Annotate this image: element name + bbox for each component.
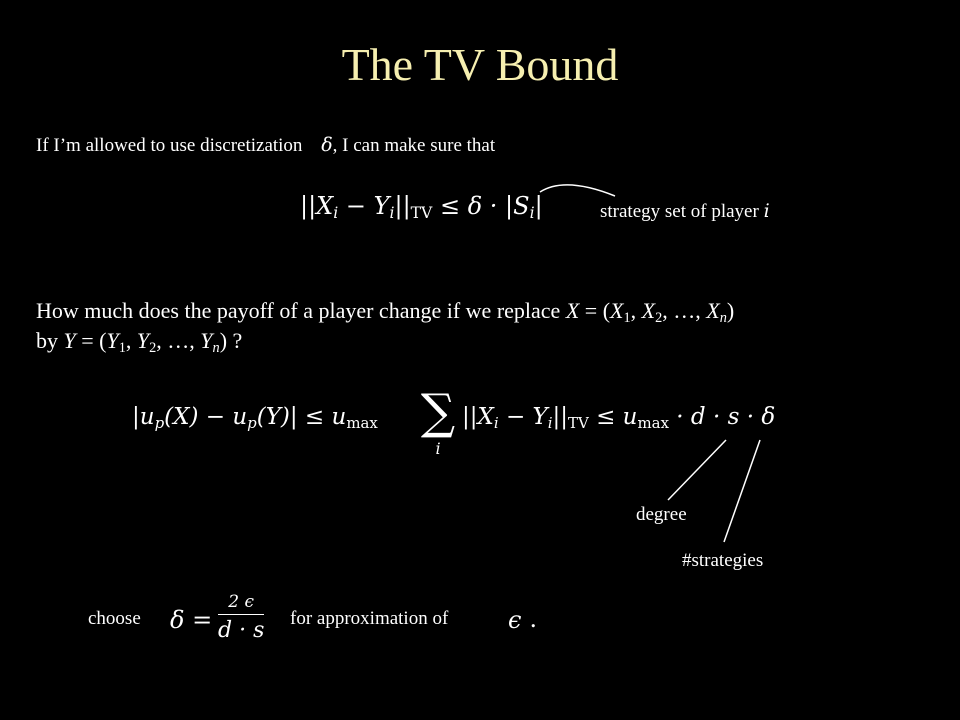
epsilon-symbol: ϵ [508,606,522,634]
question-text: How much does the payoff of a player cha… [36,298,735,356]
intro-suffix: , I can make sure that [332,135,496,156]
intro-line: If I’m allowed to use discretization δ, … [36,134,495,157]
tv-bound-formula: ||Xi − Yi||TV ≤ δ · |Si| [300,192,543,222]
strategy-set-annotation: strategy set of player i [600,200,770,222]
period: . [530,604,537,633]
approximation-text: for approximation of [290,608,449,629]
arc-connector [539,184,616,197]
intro-prefix: If I’m allowed to use discretization [36,135,303,156]
payoff-bound-formula: |up(X) − up(Y)| ≤ umax [132,404,378,432]
slide-title: The TV Bound [341,39,619,90]
degree-label: degree [636,504,687,525]
choose-label: choose [88,608,141,629]
delta-symbol: δ [321,134,333,156]
summation: ∑ i [420,384,456,458]
delta-fraction: 2 ϵ d · s [218,592,265,643]
delta-equals: δ = [170,606,213,634]
payoff-bound-formula-rhs: ||Xi − Yi||TV ≤ umax · d · s · δ [462,404,776,432]
strategies-label: #strategies [682,550,764,571]
